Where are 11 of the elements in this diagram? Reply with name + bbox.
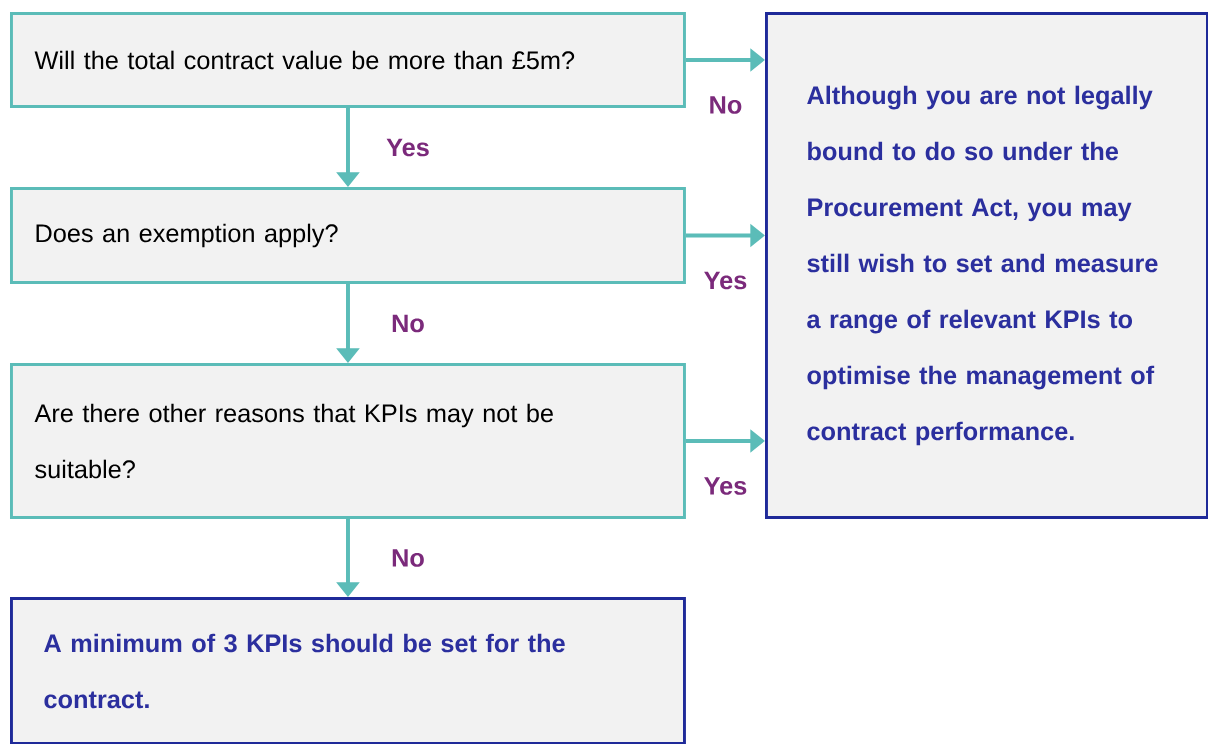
outcome-box: Although you are not legally bound to do so under the Procurement Act, you may still wish to set and measure a range of relevant KPIs to optimise the management of contract performance.: [765, 12, 1208, 519]
question-box: Does an exemption apply?: [10, 187, 686, 284]
edge-label: Yes: [384, 137, 432, 158]
question-box: Are there other reasons that KPIs may not be suitable?: [10, 363, 686, 519]
question-box: Will the total contract value be more than £5m?: [10, 12, 686, 108]
outcome-box: A minimum of 3 KPIs should be set for the contract.: [10, 597, 686, 744]
edge-label: Yes: [702, 270, 749, 291]
edge-label: No: [389, 547, 427, 569]
edge-label: Yes: [702, 475, 749, 497]
edge-label: No: [389, 313, 427, 334]
edge-label: No: [707, 94, 744, 116]
